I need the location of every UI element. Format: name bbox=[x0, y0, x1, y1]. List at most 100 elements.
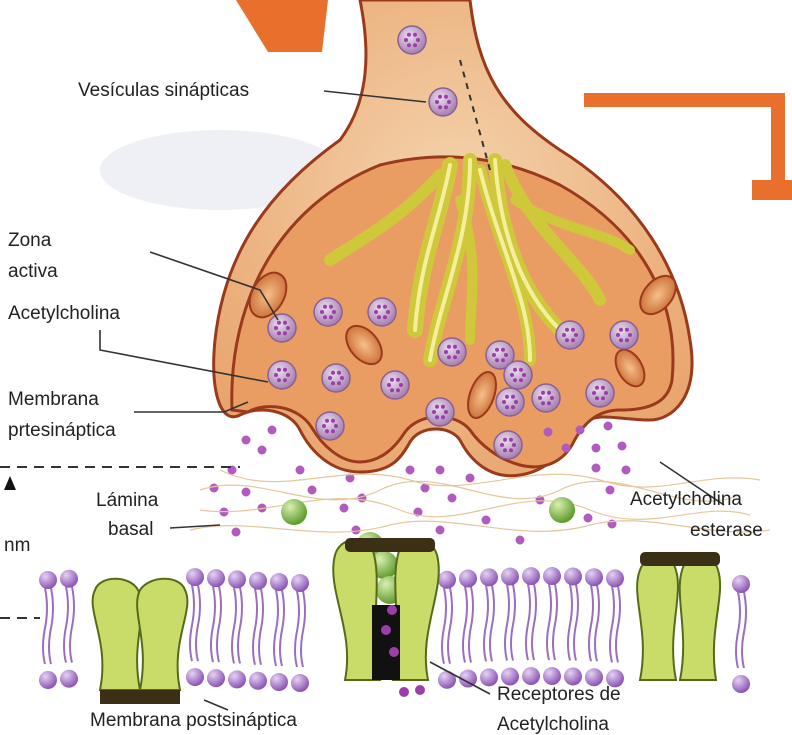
lipid-head bbox=[501, 568, 519, 586]
label-vesiculas: Vesículas sinápticas bbox=[78, 80, 249, 101]
ach-dot bbox=[606, 486, 615, 495]
ach-dot bbox=[544, 428, 553, 437]
label-zona: Zona bbox=[8, 230, 52, 251]
vesicle bbox=[429, 88, 457, 116]
up-arrow-icon bbox=[4, 476, 16, 490]
label-esterase: esterase bbox=[690, 520, 763, 541]
ach-dot bbox=[436, 466, 445, 475]
vesicle bbox=[398, 26, 426, 54]
ach-dot bbox=[618, 442, 627, 451]
label-membrana-postsinaptica: Membrana postsináptica bbox=[90, 710, 297, 731]
label-activa: activa bbox=[8, 261, 58, 282]
ach-dot bbox=[258, 446, 267, 455]
lipid-head bbox=[522, 667, 540, 685]
lipid-head bbox=[60, 570, 78, 588]
label-acetylcholina: Acetylcholina bbox=[8, 303, 120, 324]
vesicle bbox=[556, 321, 584, 349]
ach-dot bbox=[592, 444, 601, 453]
ach-dot bbox=[242, 436, 251, 445]
ach-dot bbox=[448, 494, 457, 503]
label-acetylcholina-receptor: Acetylcholina bbox=[497, 714, 609, 735]
lipid-head bbox=[270, 573, 288, 591]
lipid-head bbox=[732, 675, 750, 693]
ach-dot bbox=[232, 528, 241, 537]
lipid-head bbox=[186, 568, 204, 586]
lipid-head bbox=[291, 574, 309, 592]
lipid-head bbox=[480, 568, 498, 586]
vesicle bbox=[426, 398, 454, 426]
vesicle bbox=[532, 384, 560, 412]
down-right-arrow-icon bbox=[236, 0, 328, 52]
receptor-right bbox=[637, 552, 720, 680]
lipid-head bbox=[270, 673, 288, 691]
vesicle bbox=[314, 298, 342, 326]
vesicle bbox=[316, 412, 344, 440]
lipid-head bbox=[522, 567, 540, 585]
label-lamina: Lámina bbox=[96, 490, 159, 511]
lipid-head bbox=[438, 571, 456, 589]
ach-dot bbox=[352, 526, 361, 535]
lipid-head bbox=[39, 571, 57, 589]
ach-dot bbox=[340, 504, 349, 513]
vesicle bbox=[268, 361, 296, 389]
vesicle bbox=[268, 314, 296, 342]
ach-dot bbox=[482, 516, 491, 525]
vesicle bbox=[438, 338, 466, 366]
corner-bracket-foot bbox=[752, 180, 792, 200]
lipid-head bbox=[291, 674, 309, 692]
lipid-head bbox=[207, 669, 225, 687]
ach-dot bbox=[622, 466, 631, 475]
vesicle bbox=[504, 361, 532, 389]
lipid-head bbox=[186, 668, 204, 686]
vesicle bbox=[322, 364, 350, 392]
label-acetylcholina-esterase-1: Acetylcholina bbox=[630, 489, 742, 510]
lipid-head bbox=[564, 567, 582, 585]
ach-dot bbox=[308, 486, 317, 495]
ach-dot bbox=[576, 426, 585, 435]
lipid-head bbox=[501, 668, 519, 686]
lipid-head bbox=[39, 671, 57, 689]
lipid-head bbox=[207, 569, 225, 587]
vesicle bbox=[368, 298, 396, 326]
vesicle bbox=[610, 321, 638, 349]
receptor-left bbox=[93, 579, 188, 704]
vesicle bbox=[496, 388, 524, 416]
vesicle bbox=[381, 371, 409, 399]
lipid-head bbox=[438, 671, 456, 689]
lipid-head bbox=[564, 667, 582, 685]
ach-dot bbox=[562, 444, 571, 453]
lipid-head bbox=[585, 568, 603, 586]
ach-dot bbox=[436, 526, 445, 535]
lipid-head bbox=[732, 575, 750, 593]
ach-dot bbox=[210, 484, 219, 493]
lipid-head bbox=[228, 670, 246, 688]
ach-dot bbox=[296, 466, 305, 475]
corner-bracket-icon bbox=[584, 100, 778, 198]
ach-dot bbox=[268, 426, 277, 435]
ach-dot bbox=[584, 514, 593, 523]
lipid-head bbox=[459, 570, 477, 588]
ach-dot bbox=[592, 464, 601, 473]
lipid-head bbox=[249, 672, 267, 690]
lipid-head bbox=[480, 668, 498, 686]
label-basal: basal bbox=[108, 519, 153, 540]
lipid-head bbox=[543, 667, 561, 685]
lipid-head bbox=[249, 572, 267, 590]
ach-dot bbox=[406, 466, 415, 475]
ach-dot bbox=[242, 488, 251, 497]
label-receptores: Receptores de bbox=[497, 684, 621, 705]
ach-dot bbox=[466, 474, 475, 483]
vesicle bbox=[586, 379, 614, 407]
label-prtesinaptica: prtesináptica bbox=[8, 420, 116, 441]
lipid-head bbox=[60, 670, 78, 688]
vesicle bbox=[494, 431, 522, 459]
label-nm: nm bbox=[4, 535, 30, 556]
lipid-head bbox=[228, 570, 246, 588]
lipid-head bbox=[543, 567, 561, 585]
ach-dot bbox=[604, 422, 613, 431]
ach-dot bbox=[516, 536, 525, 545]
label-membrana: Membrana bbox=[8, 389, 99, 410]
lipid-head bbox=[606, 569, 624, 587]
